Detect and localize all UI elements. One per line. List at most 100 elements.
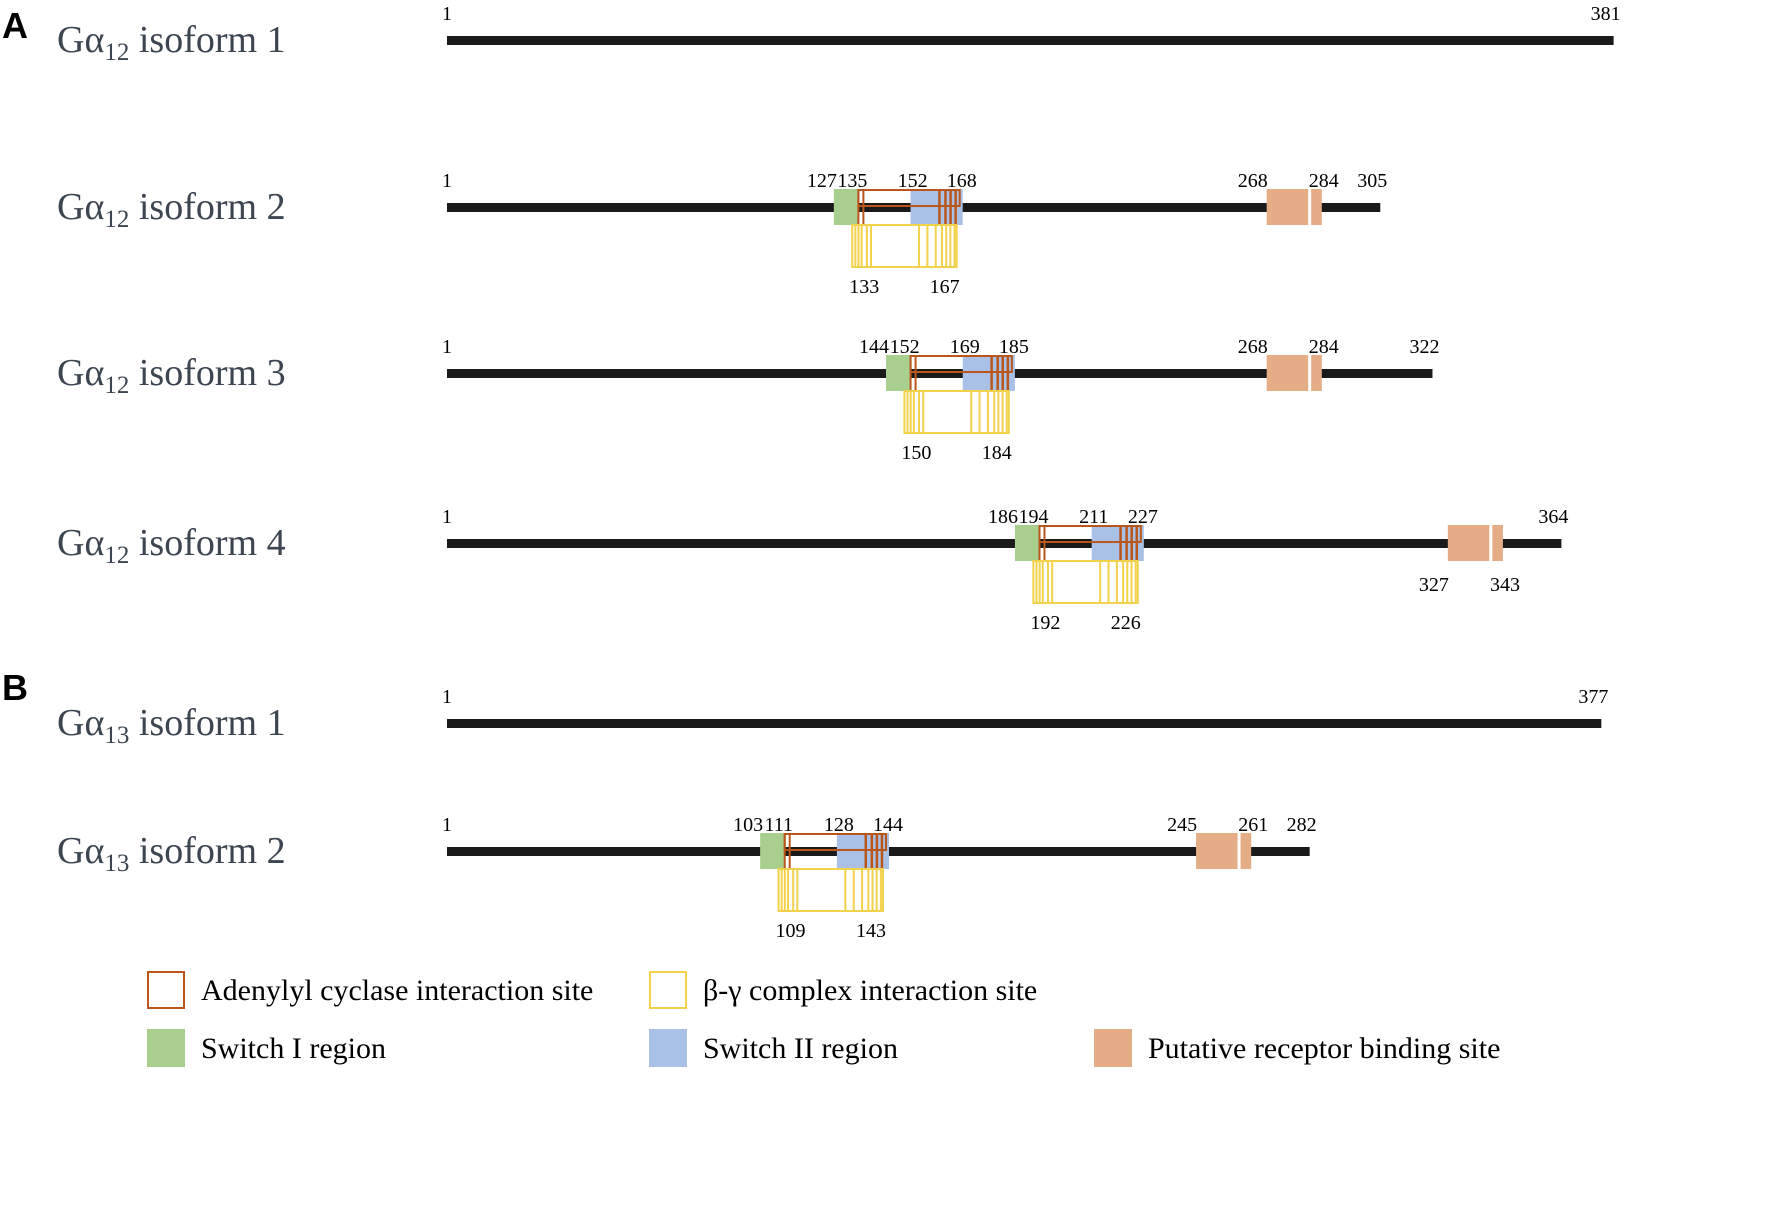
isoform-suffix: isoform 3 — [129, 352, 285, 394]
receptor-binding-site — [1447, 525, 1503, 561]
protein-backbone — [447, 36, 1614, 45]
beta-gamma-site — [903, 390, 1010, 434]
residue-label: 184 — [982, 442, 1012, 464]
residue-label: 144 — [873, 814, 903, 836]
legend: Adenylyl cyclase interaction site β-γ com… — [147, 971, 1500, 1067]
legend-swatch — [147, 1029, 185, 1067]
isoform-suffix: isoform 4 — [129, 522, 285, 564]
residue-label: 284 — [1309, 336, 1339, 358]
residue-label: 143 — [856, 920, 886, 942]
residue-label: 327 — [1419, 574, 1449, 596]
residue-label: 127 — [807, 170, 837, 192]
isoform-name: Gα13 isoform 2 — [57, 830, 286, 877]
start-label: 1 — [442, 506, 452, 528]
end-label: 322 — [1409, 336, 1439, 358]
isoform-name: Gα12 isoform 4 — [57, 522, 286, 569]
protein-backbone — [447, 369, 1433, 378]
switch-i-region — [886, 355, 911, 391]
residue-label: 128 — [824, 814, 854, 836]
legend-item-beta-gamma: β-γ complex interaction site — [649, 971, 1037, 1009]
residue-label: 169 — [950, 336, 980, 358]
protein-name: Gα — [57, 702, 104, 744]
residue-label: 152 — [890, 336, 920, 358]
protein-name: Gα — [57, 830, 104, 872]
protein-subscript: 12 — [104, 542, 129, 569]
protein-name: Gα — [57, 186, 104, 228]
legend-label: Switch II region — [703, 1032, 898, 1065]
residue-label: 150 — [901, 442, 931, 464]
protein-subscript: 13 — [104, 722, 129, 749]
residue-label: 261 — [1238, 814, 1268, 836]
legend-label: β-γ complex interaction site — [703, 974, 1037, 1007]
start-label: 1 — [442, 170, 452, 192]
switch-i-region — [760, 833, 785, 869]
residue-label: 343 — [1490, 574, 1520, 596]
legend-item-adenylyl-cyclase: Adenylyl cyclase interaction site — [147, 971, 593, 1009]
residue-label: 194 — [1019, 506, 1049, 528]
residue-label: 152 — [898, 170, 928, 192]
isoform-suffix: isoform 1 — [129, 19, 285, 61]
legend-swatch — [147, 971, 185, 1009]
legend-swatch — [649, 971, 687, 1009]
protein-name: Gα — [57, 522, 104, 564]
panel-label-b: B — [2, 667, 28, 708]
start-label: 1 — [442, 814, 452, 836]
panel-label-a: A — [2, 5, 28, 46]
protein-subscript: 13 — [104, 850, 129, 877]
start-label: 1 — [442, 3, 452, 25]
isoform-name: Gα12 isoform 1 — [57, 19, 286, 66]
switch-i-region — [1014, 525, 1040, 561]
isoform-suffix: isoform 1 — [129, 702, 285, 744]
legend-label: Switch I region — [201, 1032, 386, 1065]
legend-item-receptor: Putative receptor binding site — [1094, 1029, 1500, 1067]
residue-label: 133 — [849, 276, 879, 298]
isoform-name: Gα13 isoform 1 — [57, 702, 286, 749]
residue-label: 245 — [1167, 814, 1197, 836]
residue-label: 103 — [733, 814, 763, 836]
legend-item-switch-II: Switch II region — [649, 1029, 898, 1067]
residue-label: 268 — [1238, 170, 1268, 192]
receptor-binding-site — [1196, 833, 1252, 869]
legend-label: Putative receptor binding site — [1148, 1032, 1500, 1065]
residue-label: 186 — [988, 506, 1018, 528]
residue-label: 192 — [1030, 612, 1060, 634]
residue-label: 227 — [1128, 506, 1158, 528]
isoform-name: Gα12 isoform 2 — [57, 186, 286, 233]
protein-subscript: 12 — [104, 372, 129, 399]
residue-label: 226 — [1111, 612, 1141, 634]
isoform-suffix: isoform 2 — [129, 830, 285, 872]
residue-label: 111 — [764, 814, 793, 836]
legend-label: Adenylyl cyclase interaction site — [201, 974, 593, 1007]
start-label: 1 — [442, 336, 452, 358]
residue-label: 167 — [930, 276, 960, 298]
protein-name: Gα — [57, 352, 104, 394]
residue-label: 135 — [837, 170, 867, 192]
residue-label: 284 — [1309, 170, 1339, 192]
residue-label: 168 — [947, 170, 977, 192]
protein-backbone — [447, 719, 1602, 728]
residue-label: 144 — [859, 336, 889, 358]
start-label: 1 — [442, 686, 452, 708]
beta-gamma-site — [777, 868, 884, 912]
end-label: 305 — [1357, 170, 1387, 192]
isoform-row-5: Gα13 isoform 1 1 377 — [57, 686, 1608, 749]
receptor-binding-site — [1266, 189, 1322, 225]
residue-label: 109 — [776, 920, 806, 942]
protein-name: Gα — [57, 19, 104, 61]
residue-label: 268 — [1238, 336, 1268, 358]
isoform-name: Gα12 isoform 3 — [57, 352, 286, 399]
beta-gamma-site — [1032, 560, 1139, 604]
end-label: 282 — [1287, 814, 1317, 836]
protein-subscript: 12 — [104, 206, 129, 233]
end-label: 377 — [1578, 686, 1608, 708]
end-label: 364 — [1538, 506, 1568, 528]
receptor-binding-site — [1266, 355, 1322, 391]
protein-subscript: 12 — [104, 39, 129, 66]
residue-label: 185 — [999, 336, 1029, 358]
isoform-suffix: isoform 2 — [129, 186, 285, 228]
